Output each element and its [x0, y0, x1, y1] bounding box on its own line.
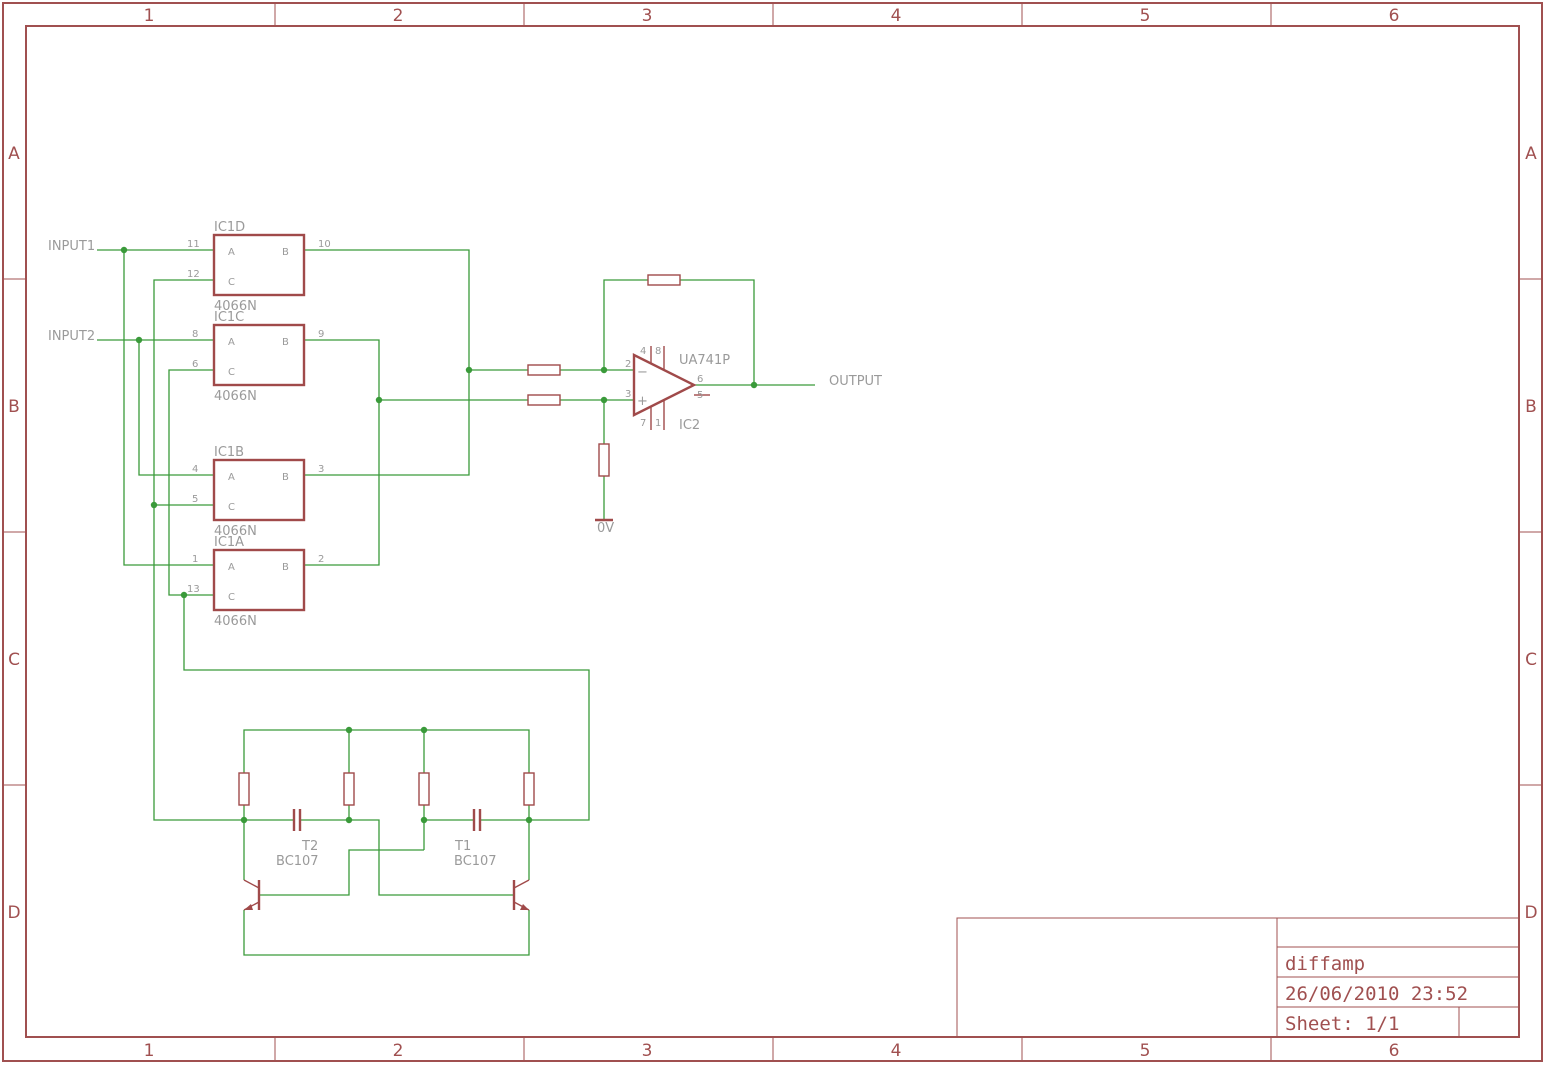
pin-number: 10 — [318, 239, 331, 250]
frame-col-label: 2 — [393, 1041, 404, 1061]
pin-number: 5 — [697, 390, 703, 401]
pin-name: B — [282, 247, 289, 258]
pin-number: 9 — [318, 329, 324, 340]
frame-col-label: 3 — [642, 6, 653, 26]
resistor-base-t1 — [343, 772, 355, 806]
input1-label: INPUT1 — [48, 239, 95, 254]
pin-name: C — [228, 592, 235, 603]
frame-row-label: A — [1525, 144, 1537, 164]
frame-col-label: 4 — [891, 1041, 902, 1061]
pin-name: A — [228, 562, 235, 573]
transistor-t2: T2 BC107 — [243, 839, 319, 911]
junctions — [120, 246, 758, 824]
frame-col-label: 1 — [144, 6, 155, 26]
frame-row-label: C — [1525, 650, 1537, 670]
ground-label: 0V — [597, 521, 614, 536]
opamp-ic2: − + 2 3 6 5 4 8 7 1 UA741P IC2 — [625, 346, 730, 433]
pin-number: 13 — [187, 584, 200, 595]
switch-name: IC1A — [214, 535, 244, 550]
frame-col-label: 4 — [891, 6, 902, 26]
resistor-collector-t2 — [238, 772, 250, 806]
frame-col-label: 6 — [1389, 6, 1400, 26]
transistor-name: T2 — [301, 839, 318, 854]
switch-ic1a: IC1A 4066N 1 2 13 A B C — [187, 535, 324, 629]
pin-number: 5 — [192, 494, 198, 505]
resistor-feedback — [647, 274, 681, 286]
pin-name: B — [282, 472, 289, 483]
pin-number: 8 — [655, 346, 661, 357]
pin-number: 3 — [318, 464, 324, 475]
ground-symbol: 0V — [595, 518, 614, 536]
pin-name: C — [228, 277, 235, 288]
pin-name: A — [228, 337, 235, 348]
pin-number: 7 — [640, 418, 646, 429]
frame-row-label: B — [8, 397, 20, 417]
resistor-ground — [598, 443, 610, 477]
pin-number: 4 — [640, 346, 646, 357]
pin-name: A — [228, 247, 235, 258]
resistor-base-t2 — [418, 772, 430, 806]
switch-part: 4066N — [214, 389, 257, 404]
pin-number: 2 — [318, 554, 324, 565]
pin-name: A — [228, 472, 235, 483]
switch-part: 4066N — [214, 299, 257, 314]
frame-row-label: D — [1524, 903, 1537, 923]
frame-row-label: D — [7, 903, 20, 923]
pin-number: 2 — [625, 359, 631, 370]
opamp-plus: + — [637, 394, 648, 409]
switch-name: IC1D — [214, 220, 245, 235]
frame-row-label: C — [8, 650, 20, 670]
switch-ic1d: IC1D 4066N 11 10 12 A B C — [187, 220, 331, 314]
frame-col-label: 6 — [1389, 1041, 1400, 1061]
switch-name: IC1C — [214, 310, 244, 325]
pin-number: 8 — [192, 329, 198, 340]
transistor-name: T1 — [454, 839, 471, 854]
title-block-sheet: Sheet: 1/1 — [1285, 1013, 1399, 1035]
switch-part: 4066N — [214, 614, 257, 629]
transistor-t1: T1 BC107 — [454, 839, 530, 911]
capacitors — [292, 809, 482, 831]
switch-ic1b: IC1B 4066N 4 3 5 A B C — [192, 445, 324, 539]
frame-row-label: A — [8, 144, 20, 164]
switch-part: 4066N — [214, 524, 257, 539]
pin-name: C — [228, 367, 235, 378]
switch-ic1c: IC1C 4066N 8 9 6 A B C — [192, 310, 324, 404]
opamp-minus: − — [637, 365, 648, 380]
opamp-part: UA741P — [679, 353, 730, 368]
output-label: OUTPUT — [829, 374, 882, 389]
title-block-date: 26/06/2010 23:52 — [1285, 983, 1468, 1005]
transistor-part: BC107 — [454, 854, 497, 869]
opamp-name: IC2 — [679, 418, 700, 433]
pin-number: 12 — [187, 269, 200, 280]
frame-col-label: 1 — [144, 1041, 155, 1061]
pin-name: B — [282, 562, 289, 573]
pin-name: C — [228, 502, 235, 513]
switch-name: IC1B — [214, 445, 244, 460]
title-block: diffamp 26/06/2010 23:52 Sheet: 1/1 — [956, 917, 1520, 1038]
pin-number: 4 — [192, 464, 198, 475]
pin-name: B — [282, 337, 289, 348]
title-block-name: diffamp — [1285, 953, 1365, 975]
pin-number: 1 — [192, 554, 198, 565]
frame-col-label: 2 — [393, 6, 404, 26]
frame-col-label: 5 — [1140, 1041, 1151, 1061]
transistor-part: BC107 — [276, 854, 319, 869]
pin-number: 11 — [187, 239, 200, 250]
pin-number: 1 — [655, 418, 661, 429]
pin-number: 6 — [697, 374, 703, 385]
frame-col-label: 5 — [1140, 6, 1151, 26]
resistor-collector-t1 — [523, 772, 535, 806]
pin-number: 3 — [625, 389, 631, 400]
resistor-inverting-input — [527, 364, 561, 376]
frame-col-label: 3 — [642, 1041, 653, 1061]
resistors — [238, 274, 681, 806]
frame-row-label: B — [1525, 397, 1537, 417]
input2-label: INPUT2 — [48, 329, 95, 344]
pin-number: 6 — [192, 359, 198, 370]
resistor-noninverting-input — [527, 394, 561, 406]
